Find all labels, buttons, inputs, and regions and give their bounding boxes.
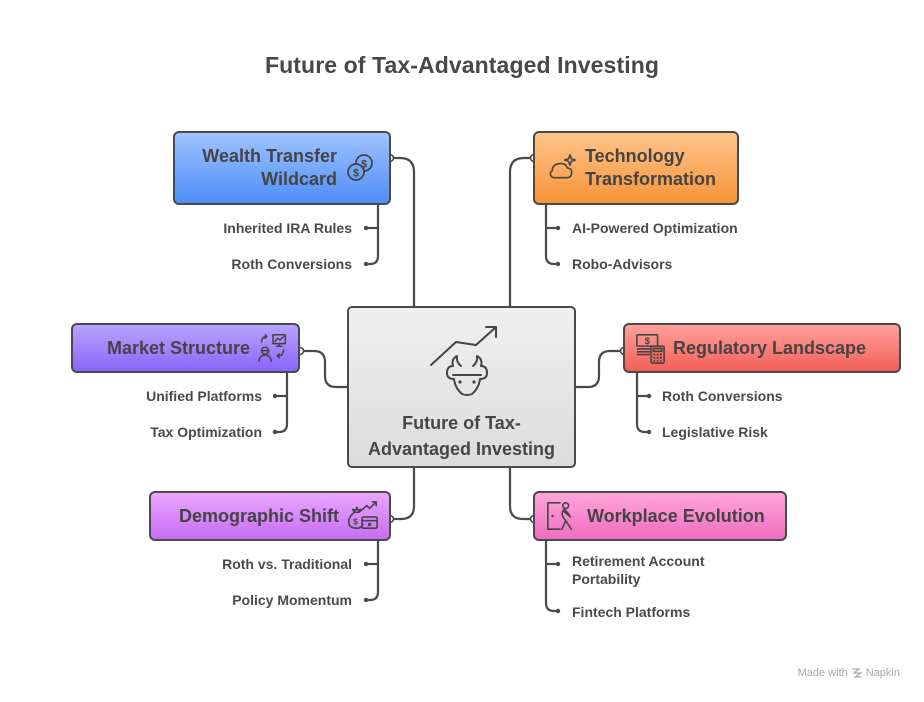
presenter-chart-icon xyxy=(258,334,287,362)
subtopic-ai-powered-optimization: AI-Powered Optimization xyxy=(572,220,738,236)
money-calculator-icon: $ xyxy=(636,334,665,364)
subtopic-inherited-ira-rules: Inherited IRA Rules xyxy=(223,220,352,236)
branch-wealth-transfer[interactable]: Wealth Transfer Wildcard $ $ xyxy=(173,131,391,205)
branch-workplace-evolution[interactable]: Workplace Evolution xyxy=(533,491,787,541)
subtopic-retirement-account-portability: Retirement Account Portability xyxy=(572,553,705,587)
subtopic-robo-advisors: Robo-Advisors xyxy=(572,256,673,272)
branch-label: Demographic Shift xyxy=(178,505,339,526)
branch-market-structure[interactable]: Market Structure xyxy=(71,323,300,373)
footer-text: Made with xyxy=(797,667,848,679)
svg-text:$: $ xyxy=(361,159,367,171)
made-with-napkin-badge[interactable]: Made with Napkin xyxy=(798,667,900,679)
branch-demographic-shift[interactable]: Demographic Shift $ xyxy=(149,491,391,541)
subtopic-unified-platforms: Unified Platforms xyxy=(146,388,262,404)
subtopic-fintech-platforms: Fintech Platforms xyxy=(572,604,691,620)
branch-label: Workplace Evolution xyxy=(587,505,765,526)
svg-text:$: $ xyxy=(645,335,651,346)
subtopic-roth-conversions: Roth Conversions xyxy=(231,256,352,272)
branch-label: Regulatory Landscape xyxy=(673,337,867,358)
footer-brand: Napkin xyxy=(865,667,900,679)
page-title: Future of Tax-Advantaged Investing xyxy=(264,52,659,78)
branch-label: Technology Transformation xyxy=(585,146,717,189)
branch-technology-transformation[interactable]: Technology Transformation xyxy=(533,131,739,205)
subtopic-roth-vs-traditional: Roth vs. Traditional xyxy=(222,556,352,572)
coins-icon: $ $ xyxy=(347,154,373,181)
branch-label: Market Structure xyxy=(106,337,250,358)
napkin-logo-icon xyxy=(852,668,863,678)
branch-regulatory-landscape[interactable]: $ Regulatory Landscape xyxy=(623,323,901,373)
subtopic-tax-optimization: Tax Optimization xyxy=(150,424,262,440)
subtopic-roth-conversions-regulatory: Roth Conversions xyxy=(662,388,783,404)
central-topic-node[interactable]: Future of Tax- Advantaged Investing xyxy=(347,306,576,468)
person-exit-door-icon xyxy=(547,502,573,530)
subtopic-policy-momentum: Policy Momentum xyxy=(232,592,352,608)
subtopic-legislative-risk: Legislative Risk xyxy=(662,424,768,440)
svg-text:$: $ xyxy=(353,168,359,180)
money-bag-growth-icon: $ xyxy=(347,501,378,530)
branch-label: Wealth Transfer Wildcard xyxy=(202,146,337,189)
bull-market-trend-icon xyxy=(430,326,497,396)
central-topic-label: Future of Tax- Advantaged Investing xyxy=(367,413,556,459)
svg-text:$: $ xyxy=(353,516,358,526)
cloud-sparkle-icon xyxy=(549,153,577,179)
